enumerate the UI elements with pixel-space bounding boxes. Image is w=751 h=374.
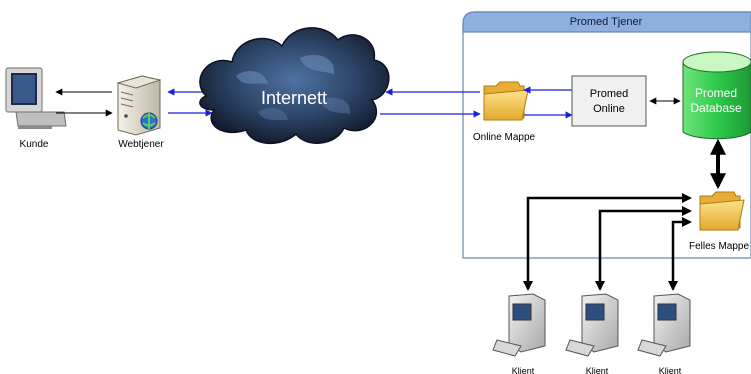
web-server-icon <box>116 75 162 136</box>
promed-database-label-line2: Database <box>690 101 742 115</box>
client-connectors <box>523 193 692 291</box>
webtjener-label: Webtjener <box>118 139 164 150</box>
kunde-monitor-icon <box>5 67 67 129</box>
klient-computer-3-icon <box>637 293 691 357</box>
internett-cloud-icon <box>199 27 390 145</box>
klient-computer-1-icon <box>492 293 546 357</box>
promed-database-icon <box>682 51 751 140</box>
server-group-title: Promed Tjener <box>570 16 643 28</box>
promed-online-label-line1: Promed <box>590 88 629 100</box>
online-mappe-label: Online Mappe <box>473 132 536 143</box>
promed-online-label-line2: Online <box>593 103 625 115</box>
klient-1-label: Klient <box>512 366 535 374</box>
promed-database-label-line1: Promed <box>695 86 737 100</box>
felles-mappe-label: Felles Mappe <box>689 241 749 252</box>
promed-online-box <box>571 75 647 127</box>
online-mappe-folder-icon <box>483 81 529 121</box>
klient-computer-2-icon <box>565 293 619 357</box>
felles-mappe-folder-icon <box>699 191 745 231</box>
kunde-label: Kunde <box>20 139 49 150</box>
klient-2-label: Klient <box>586 366 609 374</box>
internett-label: Internett <box>261 88 327 108</box>
klient-3-label: Klient <box>659 366 682 374</box>
